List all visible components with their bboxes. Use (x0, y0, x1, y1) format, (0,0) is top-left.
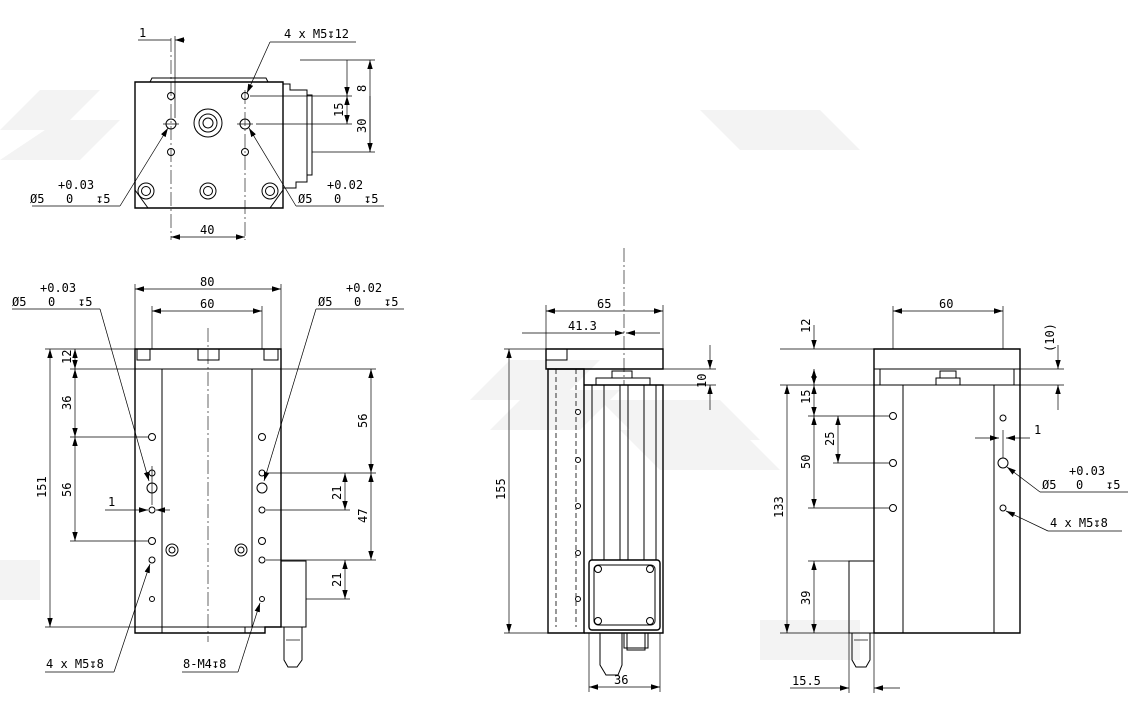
side-view-hole (575, 409, 581, 415)
rear-view-pin-size: Ø5 (1042, 478, 1056, 492)
side-view-hole (575, 457, 581, 463)
side-view-hole (575, 550, 581, 556)
top-view-dim-40: 40 (200, 223, 214, 237)
top-view-left-pin-depth: ↧5 (96, 192, 110, 206)
side-view-dim-41-3: 41.3 (568, 319, 597, 333)
front-view-hole (148, 556, 156, 564)
front-view-hole (148, 433, 156, 441)
side-view-dim-155: 155 (494, 478, 508, 500)
front-view-hole (258, 506, 266, 514)
rear-view: 60 12 15 25 50 133 39 (10) 15.5 (772, 297, 1128, 693)
rear-view-dim-12: 12 (799, 319, 813, 333)
front-view-dim-12: 12 (60, 350, 74, 364)
rear-view-dim-133: 133 (772, 496, 786, 518)
side-view: 65 41.3 10 155 36 (494, 248, 716, 692)
front-view-pin-hole (256, 482, 268, 494)
top-view-thread-callout: 4 x M5↧12 (284, 27, 349, 41)
top-view-right-pin-depth: ↧5 (364, 192, 378, 206)
side-view-dim-65: 65 (597, 297, 611, 311)
front-view-hole (258, 556, 266, 564)
rear-view-pin-depth: ↧5 (1106, 478, 1120, 492)
top-view-right-pin-zero: 0 (334, 192, 341, 206)
front-view-left-pin-depth: ↧5 (78, 295, 92, 309)
side-view-dim-10: 10 (695, 374, 709, 388)
front-view: 80 60 12 36 56 151 1 56 47 21 21 (12, 275, 404, 673)
top-view-left-pin-tol: +0.03 (58, 178, 94, 192)
front-view-hole (149, 596, 155, 602)
rear-view-hole (889, 504, 897, 512)
front-view-dim-56-right: 56 (356, 414, 370, 428)
front-view-hole (258, 433, 266, 441)
rear-view-callout-m5: 4 x M5↧8 (1050, 516, 1108, 530)
top-view-body (134, 81, 284, 209)
top-view-right-pin-tol: +0.02 (327, 178, 363, 192)
front-view-dim-60: 60 (200, 297, 214, 311)
front-view-left-pin-zero: 0 (48, 295, 55, 309)
front-view-right-pin-depth: ↧5 (384, 295, 398, 309)
front-view-dim-21-top: 21 (330, 486, 344, 500)
rear-view-dim-60: 60 (939, 297, 953, 311)
rear-view-hole (999, 504, 1007, 512)
top-view: 1 4 x M5↧12 8 15 30 40 +0.03 Ø5 0 ↧5 +0.… (30, 26, 384, 240)
top-view-left-pin-zero: 0 (66, 192, 73, 206)
side-view-motor (588, 559, 661, 631)
watermark (0, 90, 860, 660)
rear-view-dim-15-5: 15.5 (792, 674, 821, 688)
front-view-callout-m4: 8-M4↧8 (183, 657, 226, 671)
top-view-boss (193, 108, 223, 138)
front-view-hole (258, 537, 266, 545)
front-view-left-pin-size: Ø5 (12, 295, 26, 309)
front-view-bolt (234, 543, 248, 557)
top-view-bolt (261, 182, 279, 200)
top-view-dim-8: 8 (355, 85, 369, 92)
front-view-hole (148, 537, 156, 545)
front-view-dim-151: 151 (35, 476, 49, 498)
front-view-right-pin-size: Ø5 (318, 295, 332, 309)
rear-view-hole (889, 412, 897, 420)
rear-view-pin-tol: +0.03 (1069, 464, 1105, 478)
rear-view-dim-50: 50 (799, 455, 813, 469)
front-view-dim-1: 1 (108, 495, 115, 509)
rear-view-hole (999, 414, 1007, 422)
top-view-dim-30: 30 (355, 119, 369, 133)
side-view-hole (575, 596, 581, 602)
rear-view-dim-25: 25 (823, 432, 837, 446)
top-view-left-pin-size: Ø5 (30, 192, 44, 206)
rear-view-pin-zero: 0 (1076, 478, 1083, 492)
rear-view-dim-1: 1 (1034, 423, 1041, 437)
front-view-callout-m5: 4 x M5↧8 (46, 657, 104, 671)
rear-view-body (873, 348, 1021, 634)
front-view-dim-56-left: 56 (60, 483, 74, 497)
front-view-hole (258, 469, 266, 477)
front-view-dim-21-bottom: 21 (330, 573, 344, 587)
top-view-bolt (199, 182, 217, 200)
rear-view-pin-hole (997, 457, 1009, 469)
top-view-dim-offset: 1 (139, 26, 146, 40)
front-view-left-pin-tol: +0.03 (40, 281, 76, 295)
front-view-right-pin-tol: +0.02 (346, 281, 382, 295)
front-view-hole (259, 596, 265, 602)
front-view-dim-80: 80 (200, 275, 214, 289)
front-view-right-pin-zero: 0 (354, 295, 361, 309)
rear-view-dim-10-ref: (10) (1043, 323, 1057, 352)
front-view-dim-36: 36 (60, 396, 74, 410)
top-view-dim-15: 15 (332, 103, 346, 117)
front-view-hole (148, 506, 156, 514)
top-view-bolt (137, 182, 155, 200)
rear-view-dim-15: 15 (799, 390, 813, 404)
rear-view-dim-39: 39 (799, 591, 813, 605)
top-view-right-pin-size: Ø5 (298, 192, 312, 206)
front-view-bolt (165, 543, 179, 557)
rear-view-hole (889, 459, 897, 467)
side-view-dim-36: 36 (614, 673, 628, 687)
front-view-dim-47: 47 (356, 509, 370, 523)
side-view-hole (575, 503, 581, 509)
